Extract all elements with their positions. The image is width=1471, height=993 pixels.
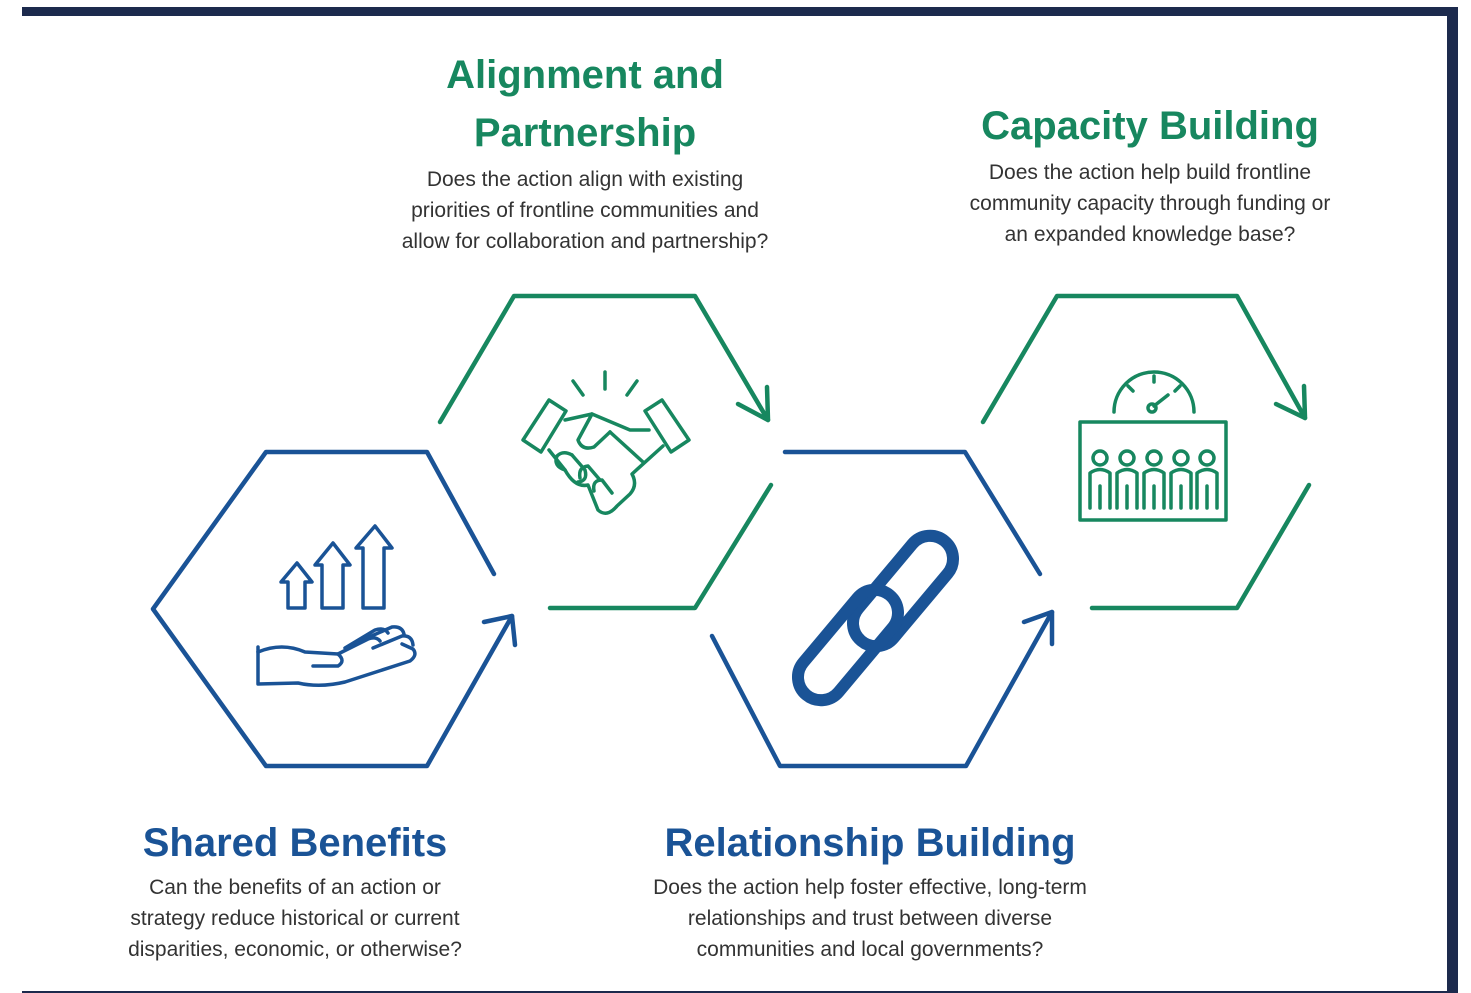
frame-right-border — [1447, 7, 1458, 993]
chain-link-icon — [792, 529, 959, 707]
alignment-desc-line1: Does the action align with existing — [426, 168, 744, 191]
alignment-title-line2: Partnership — [473, 111, 697, 155]
shared-benefits-desc-line3: disparities, economic, or otherwise? — [128, 938, 462, 961]
relationship-block: Relationship Building Does the action he… — [590, 814, 1150, 965]
relationship-desc-line3: communities and local governments? — [696, 938, 1044, 961]
hand-growth-arrows-icon — [256, 524, 417, 687]
shared-benefits-title: Shared Benefits — [142, 821, 448, 865]
capacity-block: Capacity Building Does the action help b… — [925, 97, 1375, 250]
capacity-desc-line1: Does the action help build frontline — [988, 161, 1312, 184]
alignment-title-line1: Alignment and — [446, 53, 724, 97]
people-row — [1088, 449, 1219, 510]
capacity-title: Capacity Building — [981, 104, 1319, 148]
relationship-title: Relationship Building — [664, 821, 1076, 865]
shared-benefits-block: Shared Benefits Can the benefits of an a… — [80, 814, 510, 965]
shared-benefits-desc-line2: strategy reduce historical or current — [130, 907, 460, 930]
frame-bottom-line — [22, 991, 1450, 993]
capacity-hexagon — [980, 293, 1312, 611]
frame-top-border — [22, 7, 1458, 16]
alignment-desc-line3: allow for collaboration and partnership? — [401, 230, 769, 253]
alignment-block: Alignment and Partnership Does the actio… — [360, 46, 810, 257]
relationship-desc-line2: relationships and trust between diverse — [687, 907, 1053, 930]
capacity-desc-line2: community capacity through funding or — [969, 192, 1331, 215]
handshake-icon — [521, 370, 691, 515]
alignment-desc-line2: priorities of frontline communities and — [411, 199, 759, 222]
relationship-hexagon — [709, 449, 1055, 769]
relationship-desc-line1: Does the action help foster effective, l… — [653, 876, 1087, 899]
shared-benefits-desc-line1: Can the benefits of an action or — [149, 876, 441, 899]
alignment-hexagon — [437, 293, 774, 611]
capacity-desc-line3: an expanded knowledge base? — [1004, 223, 1296, 246]
shared-benefits-hexagon — [150, 449, 518, 769]
gauge-group-icon — [1078, 370, 1228, 522]
